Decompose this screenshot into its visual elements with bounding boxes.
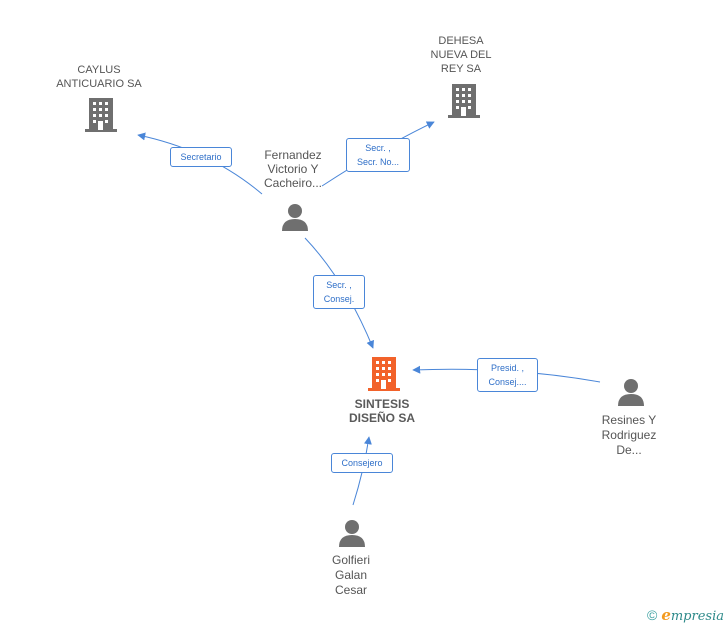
brand-logo[interactable]: empresia bbox=[661, 606, 724, 624]
building-icon[interactable] bbox=[85, 98, 117, 132]
edge-label-line: Secr. No... bbox=[356, 157, 400, 167]
edge-label-line: Presid. , bbox=[490, 363, 524, 373]
node-label-line: Resines Y bbox=[601, 413, 657, 427]
person-icon[interactable] bbox=[339, 520, 365, 547]
edge-label-line: Secr. , bbox=[326, 280, 352, 290]
node-label-sintesis[interactable]: SINTESIS DISEÑO SA bbox=[334, 397, 430, 425]
person-icon[interactable] bbox=[618, 379, 644, 406]
node-label-line: Cesar bbox=[334, 583, 367, 597]
node-label-caylus[interactable]: CAYLUS ANTICUARIO SA bbox=[44, 63, 154, 91]
edge-label-fernandez-sintesis[interactable]: Secr. , Consej. bbox=[313, 275, 365, 309]
node-label-dehesa[interactable]: DEHESA NUEVA DEL REY SA bbox=[421, 34, 501, 76]
node-label-line: SINTESIS bbox=[354, 397, 410, 411]
edge-label-secretario[interactable]: Secretario bbox=[170, 147, 232, 167]
node-label-line: REY SA bbox=[440, 63, 482, 75]
building-icon[interactable] bbox=[448, 84, 480, 118]
person-icon[interactable] bbox=[282, 204, 308, 231]
node-label-line: NUEVA DEL bbox=[430, 49, 492, 61]
node-label-line: Galan bbox=[334, 568, 368, 582]
node-label-line: Cacheiro... bbox=[263, 176, 323, 190]
node-label-line: Golfieri bbox=[331, 553, 370, 567]
edge-label-line: Consej. bbox=[323, 294, 355, 304]
node-label-golfieri[interactable]: Golfieri Galan Cesar bbox=[311, 553, 391, 598]
brand-rest: mpresia bbox=[670, 609, 724, 624]
node-label-line: Fernandez bbox=[264, 148, 322, 162]
edge-label-resines-sintesis[interactable]: Presid. , Consej.... bbox=[477, 358, 538, 392]
building-icon[interactable] bbox=[368, 357, 400, 391]
edge-label-line: Consejero bbox=[341, 458, 383, 468]
footer-brand: © empresia bbox=[647, 606, 724, 624]
node-label-line: CAYLUS bbox=[77, 64, 121, 76]
edge-label-fernandez-dehesa[interactable]: Secr. , Secr. No... bbox=[346, 138, 410, 172]
brand-initial: e bbox=[661, 606, 671, 624]
edge-label-line: Secr. , bbox=[365, 143, 391, 153]
node-label-line: De... bbox=[616, 443, 642, 457]
node-label-line: Rodriguez bbox=[601, 428, 657, 442]
node-label-line: Victorio Y bbox=[267, 162, 319, 176]
edge-label-consejero[interactable]: Consejero bbox=[331, 453, 393, 473]
node-label-line: DEHESA bbox=[438, 35, 484, 47]
edge-label-line: Secretario bbox=[180, 152, 222, 162]
node-label-resines[interactable]: Resines Y Rodriguez De... bbox=[586, 413, 672, 458]
edge-label-line: Consej.... bbox=[488, 377, 527, 387]
node-label-line: ANTICUARIO SA bbox=[56, 78, 142, 90]
node-label-line: DISEÑO SA bbox=[348, 411, 415, 425]
node-label-fernandez[interactable]: Fernandez Victorio Y Cacheiro... bbox=[248, 148, 338, 190]
copyright-icon: © bbox=[646, 607, 658, 623]
